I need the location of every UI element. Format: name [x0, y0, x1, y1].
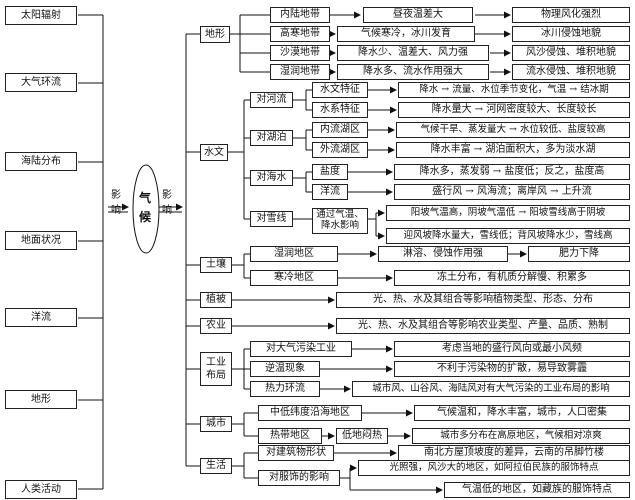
hydro-sea-label: 对海水 [250, 170, 293, 186]
sea-salinity: 盐度 [312, 164, 348, 180]
city-mid-latitude: 中低纬度沿海地区 [258, 405, 362, 421]
soil-humid-process: 淋溶、侵蚀作用强 [378, 246, 508, 262]
hydro-snowline-label: 对雪线 [250, 211, 293, 227]
terrain-zone-desert: 沙漠地带 [270, 45, 330, 61]
city-tropical: 热带地区 [258, 428, 322, 444]
industry-air-pollution: 对大气污染工业 [250, 341, 352, 357]
city-tropical-text: 城市多分布在高原地区，气候相对凉爽 [412, 428, 630, 444]
terrain-result-humid: 流水侵蚀、堆积地貌 [512, 64, 630, 80]
life-building-text: 南北方屋顶坡度的差异，云南的吊脚竹楼 [398, 445, 630, 461]
soil-humid-result: 肥力下降 [528, 246, 630, 262]
lake-outflow: 外流湖区 [312, 142, 368, 158]
terrain-zone-humid: 湿润地带 [270, 64, 330, 80]
lake-inland: 内流湖区 [312, 122, 368, 138]
terrain-result-inland: 物理风化强烈 [512, 7, 630, 23]
industry-inversion: 逆温现象 [250, 361, 320, 377]
river-system-feature: 水系特征 [312, 102, 368, 118]
terrain-effect-inland: 昼夜温差大 [363, 7, 473, 23]
city-tropical-mid: 低地闷热 [336, 428, 388, 444]
lake-outflow-text: 降水丰富 → 湖泊面积大，多为淡水湖 [396, 142, 630, 158]
factor-land-sea-distribution: 海陆分布 [5, 152, 77, 171]
factor-atmospheric-circulation: 大气环流 [5, 73, 77, 92]
hydro-label: 水文 [200, 144, 228, 161]
climate-ellipse [132, 164, 160, 254]
industry-air-text: 考虑当地的盛行风向或最小风频 [394, 341, 630, 357]
climate-label: 气候 [139, 191, 152, 225]
terrain-result-alpine: 冰川侵蚀地貌 [512, 26, 630, 42]
snowline-via: 通过气温、降水影响 [312, 208, 368, 234]
terrain-zone-alpine: 高寒地带 [270, 26, 330, 42]
hydro-lake-label: 对湖泊 [250, 130, 293, 146]
soil-label: 土壤 [200, 257, 232, 273]
snowline-text-windward: 迎风坡降水量大，雪线低；背风坡降水少，雪线高 [386, 228, 630, 244]
industry-label: 工业布局 [200, 352, 232, 386]
agriculture-text: 光、热、水及其组合等影响农业类型、产量、品质、熟制 [336, 318, 630, 334]
sea-current: 洋流 [312, 184, 348, 200]
life-clothing-text-tibetan: 气温低的地区，如藏族的服饰特点 [444, 482, 630, 498]
snowline-text-aspect: 阳坡气温高，阴坡气温低 → 阳坡雪线高于阴坡 [386, 205, 630, 221]
city-mid-latitude-text: 气候温和，降水丰富，城市，人口密集 [414, 405, 630, 421]
terrain-result-desert: 风沙侵蚀、堆积地貌 [512, 45, 630, 61]
factor-human-activity: 人类活动 [5, 480, 77, 499]
influence-out-label: 影响 [162, 190, 172, 216]
vegetation-text: 光、热、水及其组合等影响植物类型、形态、分布 [336, 292, 630, 308]
factor-terrain: 地形 [5, 390, 77, 409]
factor-ground-conditions: 地面状况 [5, 231, 77, 250]
terrain-zone-inland: 内陆地带 [270, 7, 330, 23]
life-clothing: 对服饰的影响 [258, 470, 340, 486]
vegetation-label: 植被 [200, 292, 232, 308]
terrain-effect-humid: 降水多、流水作用强大 [337, 64, 489, 80]
sea-current-text: 盛行风 → 风海流；离岸风 → 上升流 [394, 184, 630, 200]
life-label: 生活 [200, 458, 232, 474]
lake-inland-text: 气候干旱、蒸发量大 → 水位较低、盐度较高 [396, 122, 630, 138]
factor-solar-radiation: 太阳辐射 [5, 6, 77, 25]
industry-thermal: 热力环流 [250, 381, 320, 397]
soil-humid-region: 湿润地区 [250, 246, 338, 262]
soil-cold-region: 寒冷地区 [250, 270, 338, 286]
terrain-label: 地形 [200, 26, 230, 43]
terrain-effect-desert: 降水少、温差大、风力强 [337, 45, 489, 61]
life-building: 对建筑物形状 [258, 445, 334, 461]
factor-ocean-currents: 洋流 [5, 308, 77, 327]
life-clothing-text-arabic: 光照强，风沙大的地区，如阿拉伯民族的服饰特点 [358, 460, 630, 476]
terrain-effect-alpine: 气候寒冷，冰川发育 [337, 26, 475, 42]
river-hydro-feature: 水文特征 [312, 82, 368, 98]
river-system-feature-text: 降水量大 → 河网密度较大、长度较长 [398, 102, 630, 118]
city-label: 城市 [200, 416, 232, 432]
river-hydro-feature-text: 降水 → 流量、水位季节变化，气温 → 结冰期 [398, 82, 630, 98]
soil-cold-text: 冻土分布，有机质分解慢、积累多 [394, 270, 630, 286]
sea-salinity-text: 降水多，蒸发弱 → 盐度低；反之，盐度高 [394, 164, 630, 180]
agriculture-label: 农业 [200, 318, 232, 334]
hydro-river-label: 对河流 [250, 92, 293, 108]
industry-inversion-text: 不利于污染物的扩散，易导致雾霾 [394, 361, 630, 377]
industry-thermal-text: 城市风、山谷风、海陆风对有大气污染的工业布局的影响 [352, 381, 630, 397]
influence-in-label: 影响 [111, 190, 121, 216]
